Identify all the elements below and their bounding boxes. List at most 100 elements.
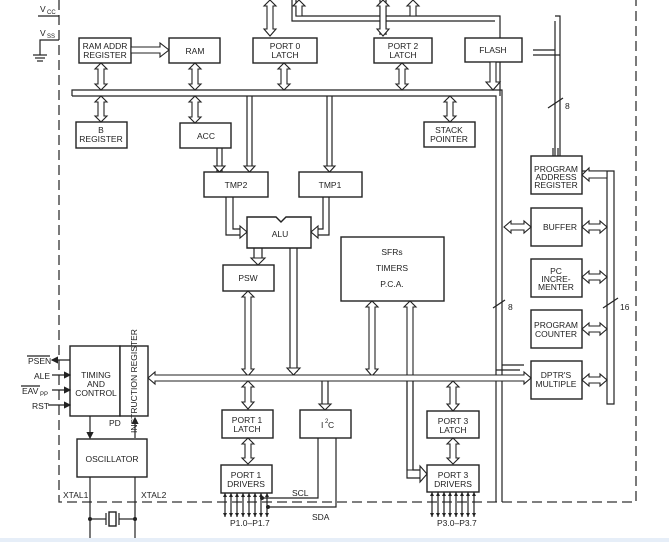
svg-text:INCRE-: INCRE-: [541, 274, 570, 284]
pin-arrow-up: [265, 493, 269, 497]
pin-arrow-up: [466, 492, 470, 496]
p1-pins-label: P1.0–P1.7: [230, 518, 270, 528]
sfrs-timers-pca-block: SFRs TIMERS P.C.A.: [340, 236, 445, 302]
program-address-register-block: PROGRAM ADDRESS REGISTER: [530, 155, 583, 195]
svg-text:PC: PC: [550, 266, 562, 276]
xtal1-label: XTAL1: [63, 490, 89, 500]
svg-text:FLASH: FLASH: [479, 45, 506, 55]
svg-text:P.C.A.: P.C.A.: [380, 279, 403, 289]
program-counter-block: PROGRAM COUNTER: [530, 309, 583, 349]
pin-arrow-down: [253, 513, 257, 517]
eavpp-label: EAV: [22, 386, 39, 396]
svg-text:TMP1: TMP1: [319, 180, 342, 190]
tmp2-block: TMP2: [203, 171, 269, 198]
arrow-psw-bus: [240, 290, 256, 377]
svg-text:TIMING: TIMING: [81, 370, 111, 380]
pin-arrow-down: [472, 513, 476, 517]
pd-label: PD: [109, 418, 121, 428]
svg-text:BUFFER: BUFFER: [543, 222, 577, 232]
pin-arrow-up: [460, 492, 464, 496]
internal-data-bus-bottom: [147, 370, 532, 386]
pin-arrow-up: [430, 492, 434, 496]
svg-text:PROGRAM: PROGRAM: [534, 164, 578, 174]
svg-text:LATCH: LATCH: [271, 50, 298, 60]
svg-text:STACK: STACK: [435, 125, 463, 135]
xtal2-label: XTAL2: [141, 490, 167, 500]
flash-block: FLASH: [464, 37, 523, 63]
arrow-ram-addr-to-ram: [130, 41, 170, 59]
pin-arrow-down: [430, 513, 434, 517]
control-signals: PSEN ALE EAV PP RST: [21, 355, 72, 411]
svg-text:LATCH: LATCH: [389, 50, 416, 60]
bus-width-8-mid: 8: [508, 302, 513, 312]
pin-arrow-down: [241, 513, 245, 517]
svg-text:I: I: [321, 420, 323, 430]
pin-arrow-down: [454, 513, 458, 517]
svg-text:PORT 1: PORT 1: [232, 415, 263, 425]
svg-text:LATCH: LATCH: [233, 424, 260, 434]
pin-arrow-down: [436, 513, 440, 517]
port1-drivers-block: PORT 1 DRIVERS: [220, 464, 273, 494]
svg-text:2: 2: [325, 419, 329, 425]
svg-text:V: V: [40, 28, 46, 38]
svg-text:MENTER: MENTER: [538, 282, 574, 292]
port1-pins: [223, 493, 269, 517]
svg-text:C: C: [328, 420, 334, 430]
buffer-block: BUFFER: [530, 207, 583, 247]
instruction-register-block: INSTRUCTION REGISTER: [119, 329, 149, 433]
svg-text:CONTROL: CONTROL: [75, 388, 117, 398]
psen-label: PSEN: [28, 356, 51, 366]
tmp1-block: TMP1: [298, 171, 363, 198]
dptrs-multiple-block: DPTR'S MULTIPLE: [530, 360, 583, 400]
pin-arrow-down: [466, 513, 470, 517]
vcc-pin: V CC: [38, 4, 59, 17]
pin-arrow-down: [265, 513, 269, 517]
pin-arrow-up: [454, 492, 458, 496]
b-register-block: B REGISTER: [75, 121, 128, 149]
acc-block: ACC: [179, 122, 232, 149]
port3-pins: [430, 492, 476, 517]
svg-text:PP: PP: [40, 392, 48, 398]
pin-arrow-down: [448, 513, 452, 517]
pin-arrow-down: [235, 513, 239, 517]
svg-text:AND: AND: [87, 379, 105, 389]
vss-pin: V SS: [33, 28, 59, 62]
svg-text:DRIVERS: DRIVERS: [434, 479, 472, 489]
sda-label: SDA: [312, 512, 330, 522]
pin-arrow-up: [223, 493, 227, 497]
internal-data-bus-top: [71, 89, 503, 502]
bidirectional-arrows: [93, 0, 458, 124]
pin-arrow-up: [247, 493, 251, 497]
svg-text:SFRs: SFRs: [381, 247, 402, 257]
pin-arrow-up: [448, 492, 452, 496]
port1-latch-block: PORT 1 LATCH: [221, 409, 274, 439]
svg-text:PORT 2: PORT 2: [388, 41, 419, 51]
svg-text:MULTIPLE: MULTIPLE: [536, 379, 577, 389]
crystal-icon: [88, 511, 137, 527]
svg-text:ADDRESS: ADDRESS: [535, 172, 576, 182]
svg-text:PORT 3: PORT 3: [438, 416, 469, 426]
ram-addr-register-block: RAM ADDR REGISTER: [78, 37, 132, 64]
pin-arrow-down: [460, 513, 464, 517]
svg-text:CC: CC: [47, 10, 56, 16]
pin-arrow-up: [472, 492, 476, 496]
svg-text:TMP2: TMP2: [225, 180, 248, 190]
i2c-block: I 2 C: [299, 409, 352, 439]
svg-text:PSW: PSW: [238, 273, 257, 283]
pin-arrow-up: [442, 492, 446, 496]
svg-text:DPTR'S: DPTR'S: [541, 370, 572, 380]
pin-arrow-down: [442, 513, 446, 517]
pin-arrow-down: [247, 513, 251, 517]
oscillator-block: OSCILLATOR: [76, 438, 148, 478]
stack-pointer-block: STACK POINTER: [423, 121, 476, 148]
pin-arrow-up: [235, 493, 239, 497]
svg-text:V: V: [40, 4, 46, 14]
svg-text:DRIVERS: DRIVERS: [227, 479, 265, 489]
port3-drivers-block: PORT 3 DRIVERS: [426, 464, 480, 493]
flash-address-bus: [554, 15, 561, 160]
svg-text:INSTRUCTION REGISTER: INSTRUCTION REGISTER: [129, 329, 139, 433]
svg-text:OSCILLATOR: OSCILLATOR: [85, 454, 138, 464]
alu-block: ALU: [246, 216, 312, 249]
port0-latch-block: PORT 0 LATCH: [252, 37, 318, 64]
svg-text:LATCH: LATCH: [439, 425, 466, 435]
